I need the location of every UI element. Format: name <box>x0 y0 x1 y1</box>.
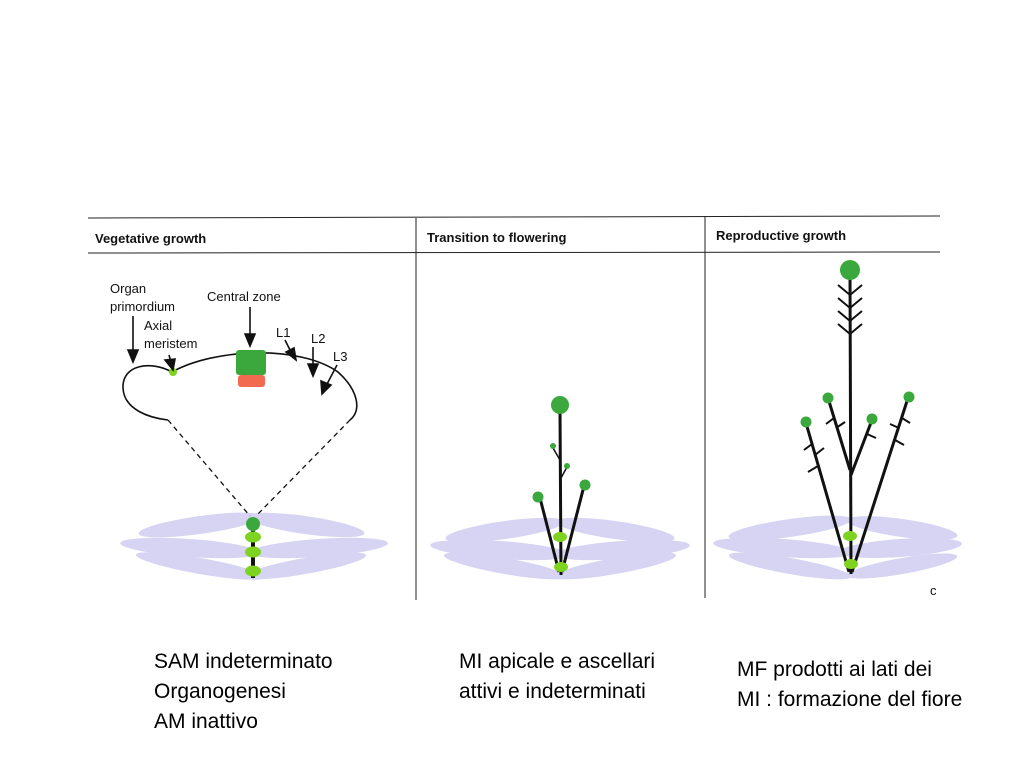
label-l3: L3 <box>333 349 347 364</box>
central-zone-block <box>236 350 266 375</box>
caption-line: Organogenesi <box>154 680 286 703</box>
header-transition-to-flowering: Transition to flowering <box>427 230 566 245</box>
reproductive-inflorescence-meristems <box>800 391 915 428</box>
header-reproductive-growth: Reproductive growth <box>716 228 846 243</box>
zoom-dashed-lines <box>167 419 351 517</box>
label-organ: Organ <box>110 281 146 296</box>
transition-side-branches <box>552 447 568 479</box>
vegetative-leaves <box>120 512 388 580</box>
header-vegetative-growth: Vegetative growth <box>95 231 206 246</box>
caption-line: MI apicale e ascellari <box>459 650 656 673</box>
caption-transition: MI apicale e ascellari attivi e indeterm… <box>459 647 655 707</box>
caption-line: SAM indeterminato <box>154 650 333 673</box>
caption-line: MF prodotti ai lati dei <box>737 658 932 681</box>
axial-meristem-dot <box>169 368 177 376</box>
reproductive-floral-meristems <box>803 284 911 473</box>
transition-axillary-meristems <box>532 443 591 503</box>
caption-vegetative: SAM indeterminato Organogenesi AM inatti… <box>154 647 333 737</box>
rib-zone-block <box>238 375 265 387</box>
label-primordium: primordium <box>110 299 175 314</box>
transition-apical-meristem <box>551 396 569 414</box>
caption-line: AM inattivo <box>154 710 258 733</box>
vegetative-apex <box>246 517 260 531</box>
reproductive-leaves <box>713 515 962 580</box>
reproductive-node-dots <box>843 531 858 569</box>
reproductive-apical-meristem <box>840 260 860 280</box>
label-meristem: meristem <box>144 336 197 351</box>
transition-inflorescence <box>538 409 586 576</box>
label-l2: L2 <box>311 331 325 346</box>
caption-reproductive: MF prodotti ai lati dei MI : formazione … <box>737 655 962 715</box>
label-arrows <box>126 307 338 396</box>
caption-line: attivi e indeterminati <box>459 680 646 703</box>
caption-line: MI : formazione del fiore <box>737 688 963 711</box>
vegetative-node-dots <box>245 531 261 577</box>
transition-node-dots <box>553 532 568 572</box>
label-central-zone: Central zone <box>207 289 281 304</box>
sam-dome-outline <box>122 352 358 421</box>
label-l1: L1 <box>276 325 290 340</box>
figure-letter: c <box>930 583 937 598</box>
transition-leaves <box>430 517 690 580</box>
panel-frame <box>87 215 941 600</box>
label-axial: Axial <box>144 318 172 333</box>
